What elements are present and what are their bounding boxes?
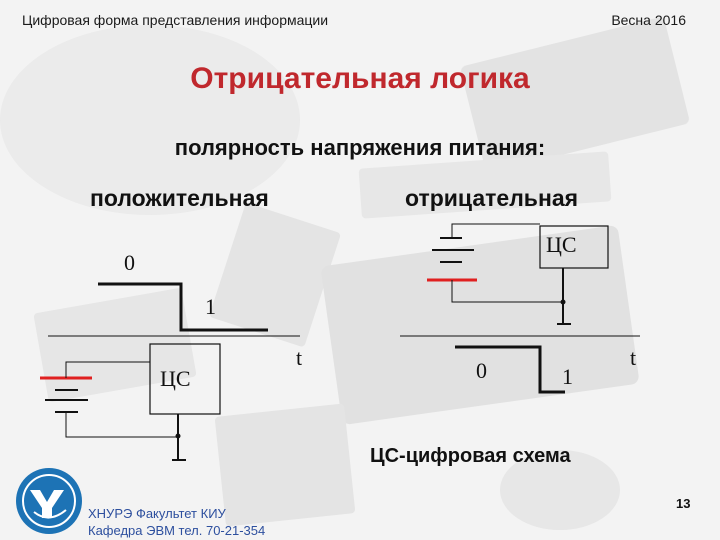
right-axis-label: t — [630, 345, 637, 370]
battery-icon — [427, 237, 477, 282]
battery-icon — [40, 376, 92, 413]
negative-heading: отрицательная — [405, 185, 579, 211]
left-block-label: ЦС — [160, 366, 191, 391]
caption: ЦС-цифровая схема — [370, 445, 571, 467]
right-level-0: 0 — [476, 358, 487, 383]
left-block — [149, 343, 221, 415]
left-level-0: 0 — [124, 250, 135, 275]
header-left: Цифровая форма представления информации — [22, 12, 329, 28]
right-waveform — [455, 345, 565, 394]
header-right: Весна 2016 — [611, 12, 686, 28]
page-number: 13 — [676, 496, 691, 511]
footer-line-1: ХНУРЭ Факультет КИУ — [88, 506, 226, 521]
left-level-1: 1 — [205, 294, 216, 319]
right-block — [539, 225, 609, 269]
page-title: Отрицательная логика — [190, 62, 530, 95]
university-logo-icon — [16, 468, 82, 534]
left-axis-label: t — [296, 345, 303, 370]
positive-heading: положительная — [90, 185, 269, 211]
left-waveform — [98, 282, 268, 332]
right-level-1: 1 — [562, 364, 573, 389]
right-block-label: ЦС — [546, 232, 577, 257]
page-subtitle: полярность напряжения питания: — [174, 135, 546, 160]
footer-line-2: Кафедра ЭВМ тел. 70-21-354 — [88, 523, 266, 538]
